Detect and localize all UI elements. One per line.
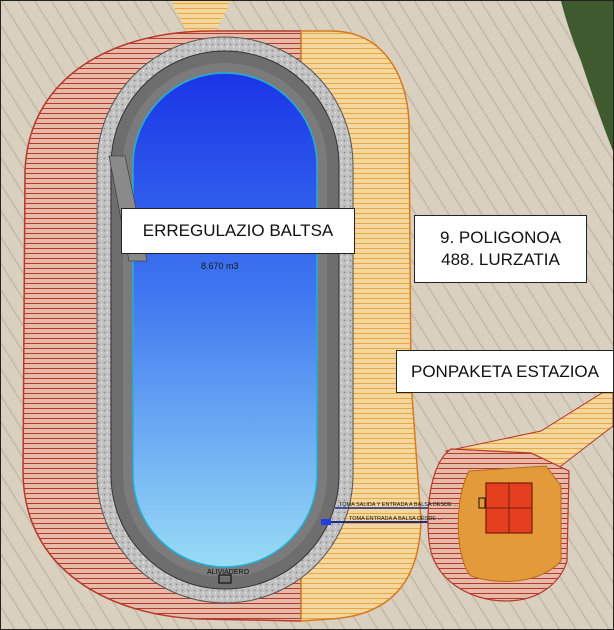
overflow-label: ALIVIADERO — [207, 569, 250, 576]
parcel-plot-text: 488. LURZATIA — [441, 250, 560, 269]
parcel-label: 9. POLIGONOA 488. LURZATIA — [414, 215, 587, 283]
pond-volume-label: 8.670 m3 — [201, 261, 239, 271]
pump-station-text: PONPAKETA ESTAZIOA — [411, 362, 599, 381]
parcel-polygon-text: 9. POLIGONOA — [440, 228, 561, 247]
pond-name-text: ERREGULAZIO BALTSA — [142, 221, 334, 240]
pond-water — [132, 72, 318, 568]
pipe-inlet-label: TOMA ENTRADA A BALSA DESDE ... — [349, 516, 443, 522]
pump-valve — [478, 497, 486, 509]
tree-cluster — [561, 1, 613, 151]
pond-name-label: ERREGULAZIO BALTSA — [121, 208, 355, 254]
overflow-box — [218, 574, 232, 584]
access-ramp-top — [171, 1, 231, 31]
pump-station-label: PONPAKETA ESTAZIOA — [396, 350, 613, 393]
pipe-intake — [321, 519, 331, 525]
pipe-outlet-label: TOMA SALIDA Y ENTRADA A BALSA DESDE ... — [339, 502, 458, 508]
